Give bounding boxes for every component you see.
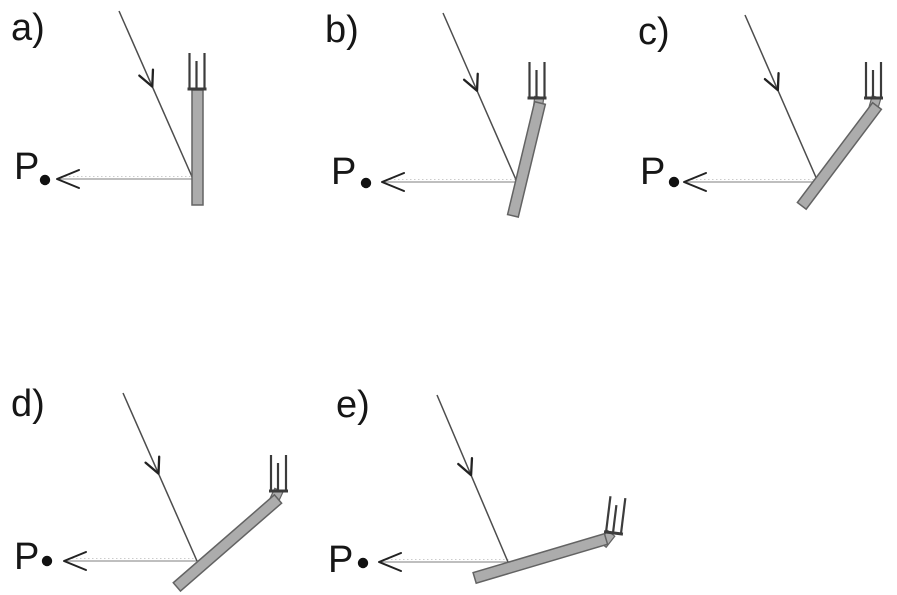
reflected-arrowhead xyxy=(683,172,707,192)
panel-b-graphics xyxy=(360,12,547,218)
incident-arrowhead xyxy=(763,72,780,92)
mirror xyxy=(191,89,204,206)
holder-fork xyxy=(603,496,627,536)
mirror xyxy=(506,100,547,218)
holder-fork xyxy=(269,455,288,493)
panel-label-e: e) xyxy=(336,384,370,426)
point-label-e: P xyxy=(328,539,354,581)
holder-prong-left xyxy=(605,496,612,532)
incident-ray xyxy=(122,392,198,562)
point-label-d: P xyxy=(14,536,40,578)
incident-ray xyxy=(436,394,509,563)
reflected-arrowhead xyxy=(378,552,402,572)
panel-label-c: c) xyxy=(638,11,670,53)
point-dot xyxy=(39,174,51,186)
incident-arrowhead xyxy=(462,72,479,92)
panel-a-graphics xyxy=(39,10,207,206)
mirror xyxy=(796,101,883,211)
mirror xyxy=(472,532,609,585)
holder-prong-middle xyxy=(612,504,618,533)
point-label-a: P xyxy=(14,146,40,188)
incident-ray xyxy=(744,14,819,183)
point-dot xyxy=(360,177,372,189)
point-label-b: P xyxy=(331,151,357,193)
panel-c-graphics xyxy=(668,14,883,211)
mirror xyxy=(172,493,283,593)
incident-ray xyxy=(442,12,518,183)
reflected-arrowhead xyxy=(56,169,80,189)
holder-fork xyxy=(527,62,547,100)
incident-arrowhead xyxy=(144,455,161,475)
reflected-arrowhead xyxy=(63,551,87,571)
incident-ray xyxy=(118,10,194,180)
panel-d-graphics xyxy=(41,392,288,593)
holder-fork xyxy=(187,53,207,91)
holder-prong-right xyxy=(619,497,627,533)
incident-arrowhead xyxy=(138,68,155,88)
point-dot xyxy=(668,176,680,188)
holder-bar xyxy=(603,530,624,536)
point-label-c: P xyxy=(640,151,666,193)
panel-label-d: d) xyxy=(11,383,45,425)
holder-fork xyxy=(864,62,883,100)
panel-label-a: a) xyxy=(11,7,45,49)
panel-label-b: b) xyxy=(325,9,359,51)
point-dot xyxy=(41,555,53,567)
incident-arrowhead xyxy=(457,457,474,477)
reflected-arrowhead xyxy=(381,172,405,192)
point-dot xyxy=(357,557,369,569)
panel-e-graphics xyxy=(357,394,627,585)
